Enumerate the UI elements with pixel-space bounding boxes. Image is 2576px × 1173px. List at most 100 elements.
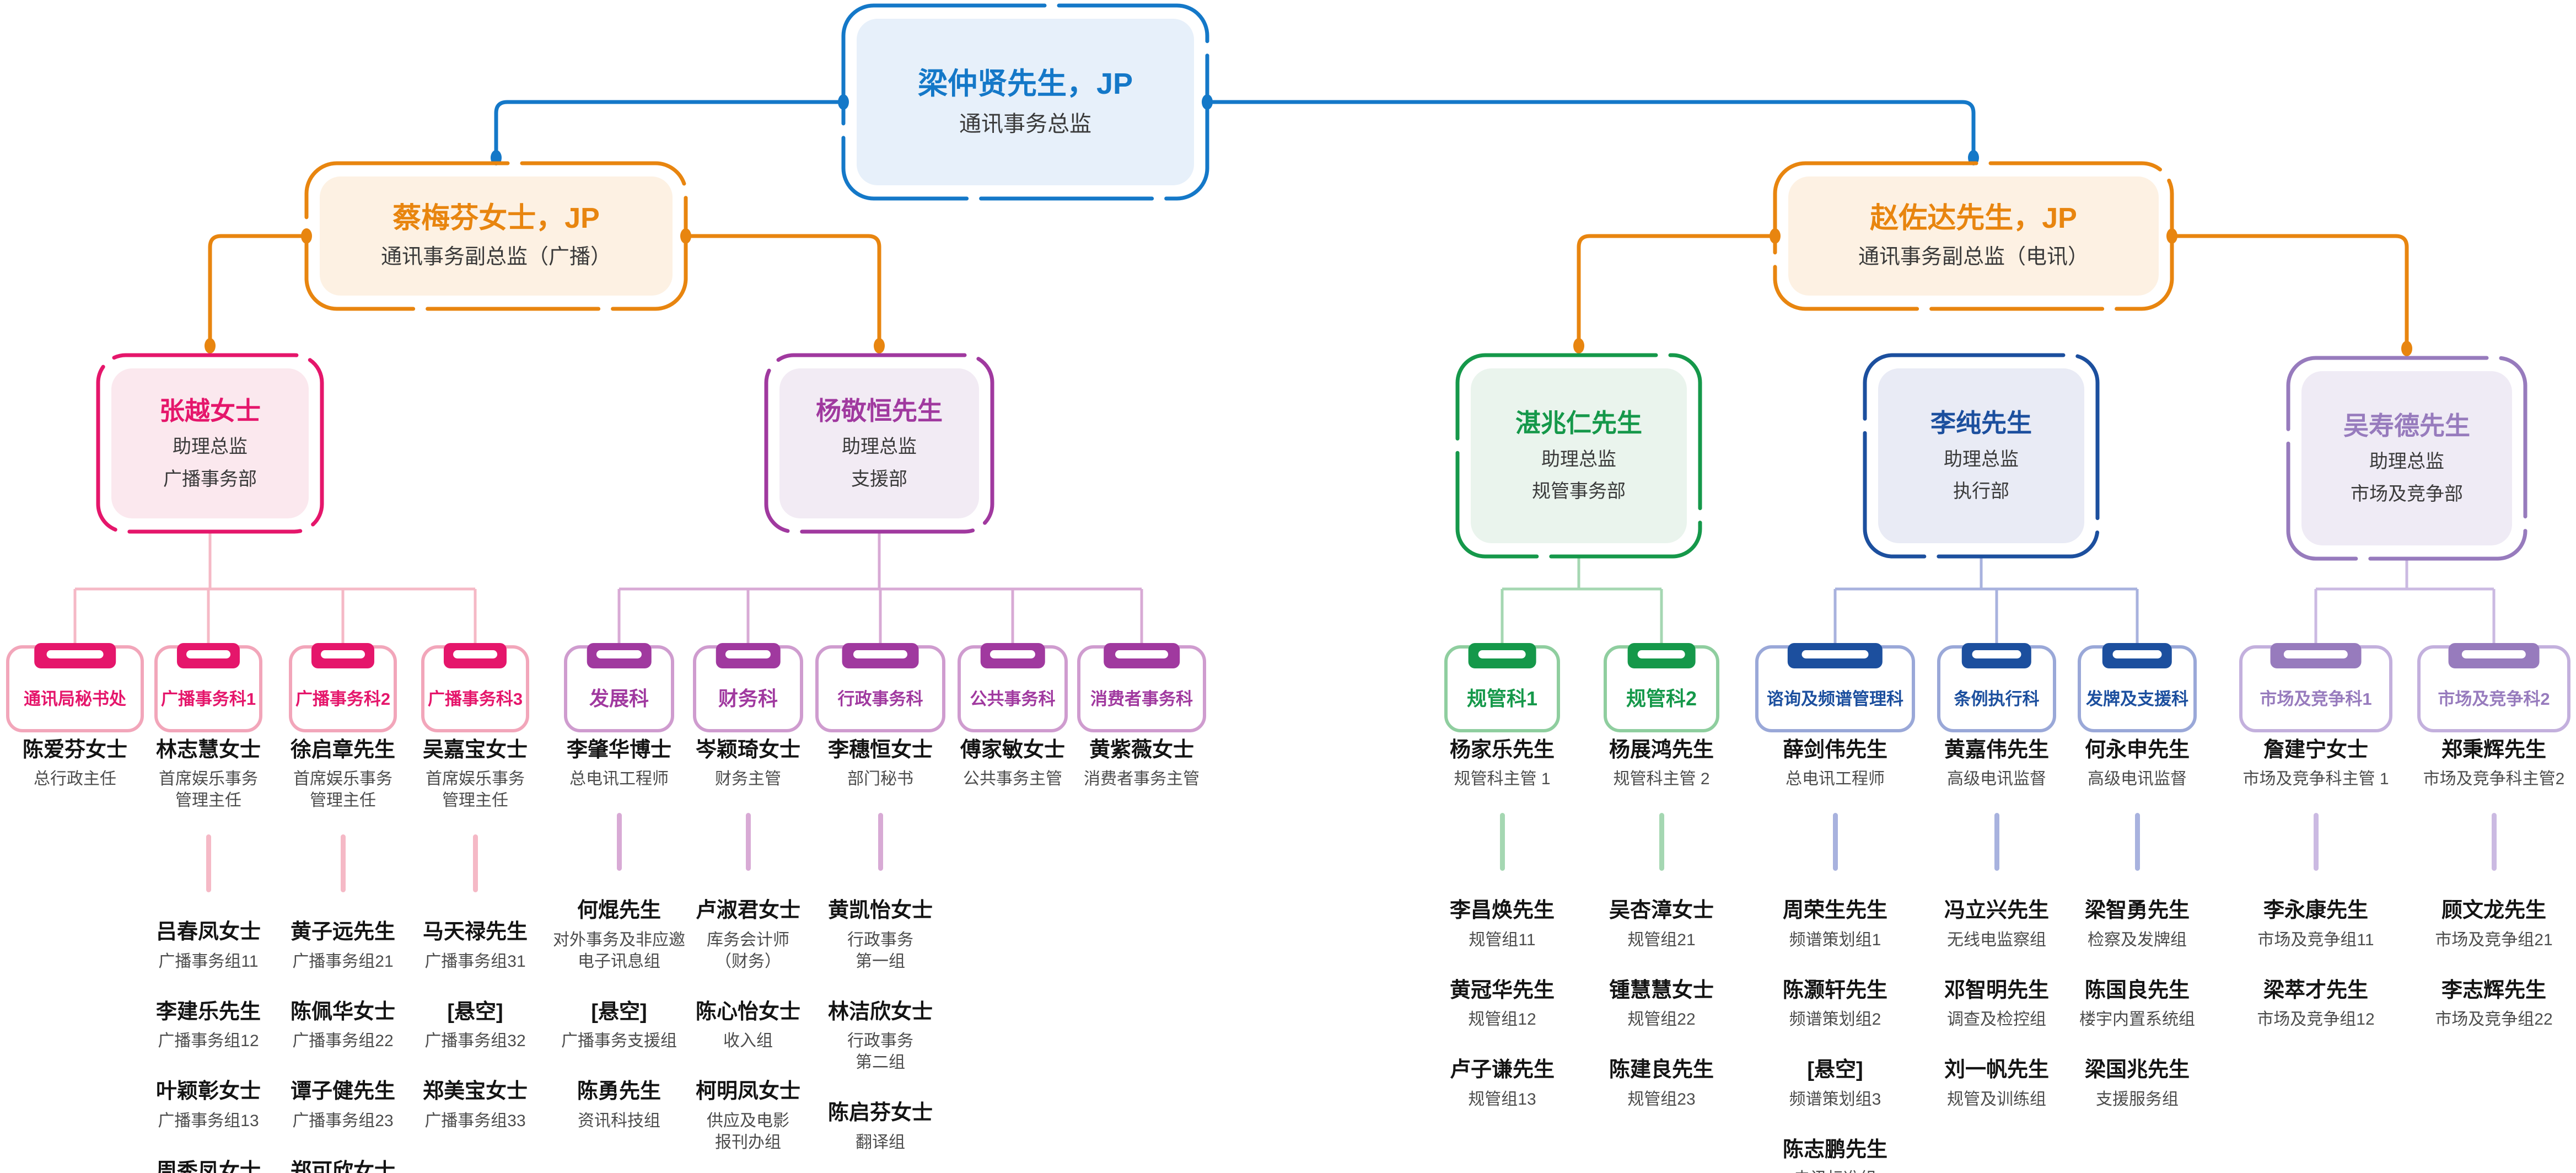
clipboard-clip-icon bbox=[980, 643, 1045, 668]
section-tag: 广播事务科2 bbox=[289, 643, 397, 732]
person-title: 助理总监 bbox=[842, 436, 917, 458]
staff-name: 李永康先生 bbox=[2263, 899, 2368, 923]
list-divider bbox=[1499, 813, 1505, 871]
staff-name: 杨展鸿先生 bbox=[1609, 738, 1714, 762]
staff-unit: 广播事务组23 bbox=[292, 1111, 394, 1130]
person-title: 通讯事务总监 bbox=[959, 112, 1091, 137]
staff-title: 高级电讯监督 bbox=[1947, 770, 2046, 789]
staff-unit: 市场及竞争组21 bbox=[2435, 930, 2553, 949]
person-name: 张越女士 bbox=[159, 396, 261, 425]
staff-unit: 行政事务 第一组 bbox=[847, 930, 913, 971]
section-tag: 通讯局秘书处 bbox=[6, 643, 144, 732]
staff-unit: 市场及竞争组11 bbox=[2257, 930, 2374, 949]
clipboard-clip-icon bbox=[2448, 643, 2540, 668]
staff-unit: 供应及电影 报刊办组 bbox=[707, 1111, 789, 1151]
staff-unit: 频谱策划组3 bbox=[1789, 1090, 1881, 1108]
section-label: 市场及竞争科1 bbox=[2260, 689, 2372, 709]
staff-title: 公共事务主管 bbox=[963, 770, 1062, 789]
staff-name: 柯明凤女士 bbox=[695, 1080, 800, 1104]
staff-column: 岑颖琦女士 财务主管 卢淑君女士 库务会计师 （财务） 陈心怡女士 收入组 柯明… bbox=[654, 737, 842, 1173]
clipboard-clip-icon bbox=[1104, 643, 1180, 668]
staff-unit: 行政事务 第二组 bbox=[847, 1032, 913, 1072]
list-divider bbox=[1659, 813, 1664, 871]
staff-column: 黄嘉伟先生 高级电讯监督 冯立兴先生 无线电监察组 邓智明先生 调查及检控组 刘… bbox=[1903, 737, 2090, 1110]
section-label: 发展科 bbox=[589, 687, 649, 710]
staff-name: 何永申先生 bbox=[2084, 738, 2190, 762]
staff-column: 陈爱芬女士 总行政主任 bbox=[0, 737, 169, 790]
staff-name: 黄嘉伟先生 bbox=[1944, 738, 2049, 762]
staff-name: 黄紫薇女士 bbox=[1089, 738, 1194, 762]
section-tag: 财务科 bbox=[693, 643, 803, 732]
staff-column: 薛剑伟先生 总电讯工程师 周荣生先生 频谱策划组1 陈灏轩先生 频谱策划组2 [… bbox=[1741, 737, 1929, 1173]
blue-connectors bbox=[494, 100, 1976, 158]
orange-connectors bbox=[208, 234, 2409, 347]
person-name: 赵佐达先生，JP bbox=[1870, 202, 2077, 235]
clipboard-clip-icon bbox=[2102, 643, 2172, 668]
staff-name: 吴嘉宝女士 bbox=[422, 738, 528, 762]
clipboard-clip-icon bbox=[34, 643, 116, 668]
staff-unit: 检察及发牌组 bbox=[2088, 930, 2187, 949]
section-tag: 谘询及频谱管理科 bbox=[1755, 643, 1915, 732]
staff-name: 薛剑伟先生 bbox=[1782, 738, 1887, 762]
clipboard-clip-icon bbox=[1627, 643, 1696, 668]
org-node-deputy-telecom: 赵佐达先生，JP 通讯事务副总监（电讯） bbox=[1788, 176, 2159, 296]
section-tag: 规管科1 bbox=[1444, 643, 1560, 732]
person-dept: 支援部 bbox=[851, 468, 907, 490]
list-divider bbox=[1994, 813, 1999, 871]
section-label: 规管科1 bbox=[1466, 687, 1538, 710]
staff-unit: 规管组12 bbox=[1468, 1010, 1536, 1029]
staff-name: 陈志鹏先生 bbox=[1782, 1138, 1887, 1161]
person-dept: 广播事务部 bbox=[163, 468, 257, 490]
org-node-assistant-support: 杨敬恒先生 助理总监 支援部 bbox=[779, 368, 979, 518]
clipboard-clip-icon bbox=[1787, 643, 1883, 668]
section-tag: 广播事务科3 bbox=[421, 643, 529, 732]
staff-unit: 规管组13 bbox=[1468, 1090, 1536, 1108]
staff-unit: 市场及竞争组12 bbox=[2257, 1010, 2375, 1029]
staff-name: 陈建良先生 bbox=[1609, 1058, 1714, 1082]
staff-name: [悬空] bbox=[591, 1000, 647, 1024]
person-dept: 市场及竞争部 bbox=[2351, 483, 2463, 505]
staff-unit: 市场及竞争组22 bbox=[2435, 1010, 2553, 1029]
list-divider bbox=[1832, 813, 1838, 871]
staff-column: 李穗恒女士 部门秘书 黄凯怡女士 行政事务 第一组 林洁欣女士 行政事务 第二组… bbox=[787, 737, 974, 1153]
staff-title: 消费者事务主管 bbox=[1084, 770, 1200, 789]
person-title: 助理总监 bbox=[1541, 448, 1616, 470]
staff-column: 詹建宁女士 市场及竞争科主管 1 李永康先生 市场及竞争组11 梁萃才先生 市场… bbox=[2217, 737, 2415, 1030]
staff-column: 郑秉辉先生 市场及竞争科主管2 顾文龙先生 市场及竞争组21 李志辉先生 市场及… bbox=[2395, 737, 2576, 1030]
staff-name: 陈灏轩先生 bbox=[1782, 978, 1887, 1002]
staff-column: 杨展鸿先生 规管科主管 2 吴杏漳女士 规管组21 锺慧慧女士 规管组22 陈建… bbox=[1568, 737, 1755, 1110]
section-tag: 市场及竞争科2 bbox=[2417, 643, 2570, 732]
staff-name: 李志辉先生 bbox=[2441, 978, 2546, 1002]
staff-title: 首席娱乐事务 管理主任 bbox=[293, 770, 392, 810]
staff-column: 李肇华博士 总电讯工程师 何焜先生 对外事务及非应邀 电子讯息组 [悬空] 广播… bbox=[525, 737, 713, 1132]
staff-name: 李肇华博士 bbox=[566, 738, 671, 762]
staff-name: 林洁欣女士 bbox=[827, 1000, 933, 1024]
staff-name: 吴杏漳女士 bbox=[1609, 899, 1714, 923]
staff-unit: 调查及检控组 bbox=[1947, 1010, 2046, 1029]
staff-name: 陈勇先生 bbox=[577, 1080, 661, 1104]
list-divider bbox=[878, 813, 883, 871]
person-dept: 执行部 bbox=[1953, 481, 2009, 502]
staff-unit: 广播事务组21 bbox=[292, 952, 394, 971]
staff-column: 徐启章先生 首席娱乐事务 管理主任 黄子远先生 广播事务组21 陈佩华女士 广播… bbox=[249, 737, 437, 1173]
staff-unit: 支援服务组 bbox=[2096, 1090, 2179, 1108]
person-name: 李纯先生 bbox=[1930, 409, 2032, 438]
staff-unit: 广播事务组11 bbox=[158, 952, 259, 971]
staff-name: 陈爱芬女士 bbox=[22, 738, 127, 762]
person-name: 梁仲贤先生，JP bbox=[917, 67, 1133, 100]
staff-name: 锺慧慧女士 bbox=[1609, 978, 1714, 1002]
staff-unit: 规管组21 bbox=[1627, 930, 1696, 949]
staff-name: 梁萃才先生 bbox=[2263, 978, 2368, 1002]
staff-column: 黄紫薇女士 消费者事务主管 bbox=[1048, 737, 1235, 790]
person-title: 助理总监 bbox=[173, 436, 248, 458]
section-tag: 发牌及支援科 bbox=[2078, 643, 2197, 732]
list-divider bbox=[206, 834, 211, 893]
staff-unit: 收入组 bbox=[723, 1032, 773, 1051]
staff-column: 林志慧女士 首席娱乐事务 管理主任 吕春凤女士 广播事务组11 李建乐先生 广播… bbox=[115, 737, 302, 1173]
staff-unit: 规管组23 bbox=[1627, 1090, 1696, 1108]
staff-name: 黄子远先生 bbox=[290, 920, 395, 944]
staff-name: 徐启章先生 bbox=[290, 738, 395, 762]
staff-title: 部门秘书 bbox=[847, 770, 913, 789]
